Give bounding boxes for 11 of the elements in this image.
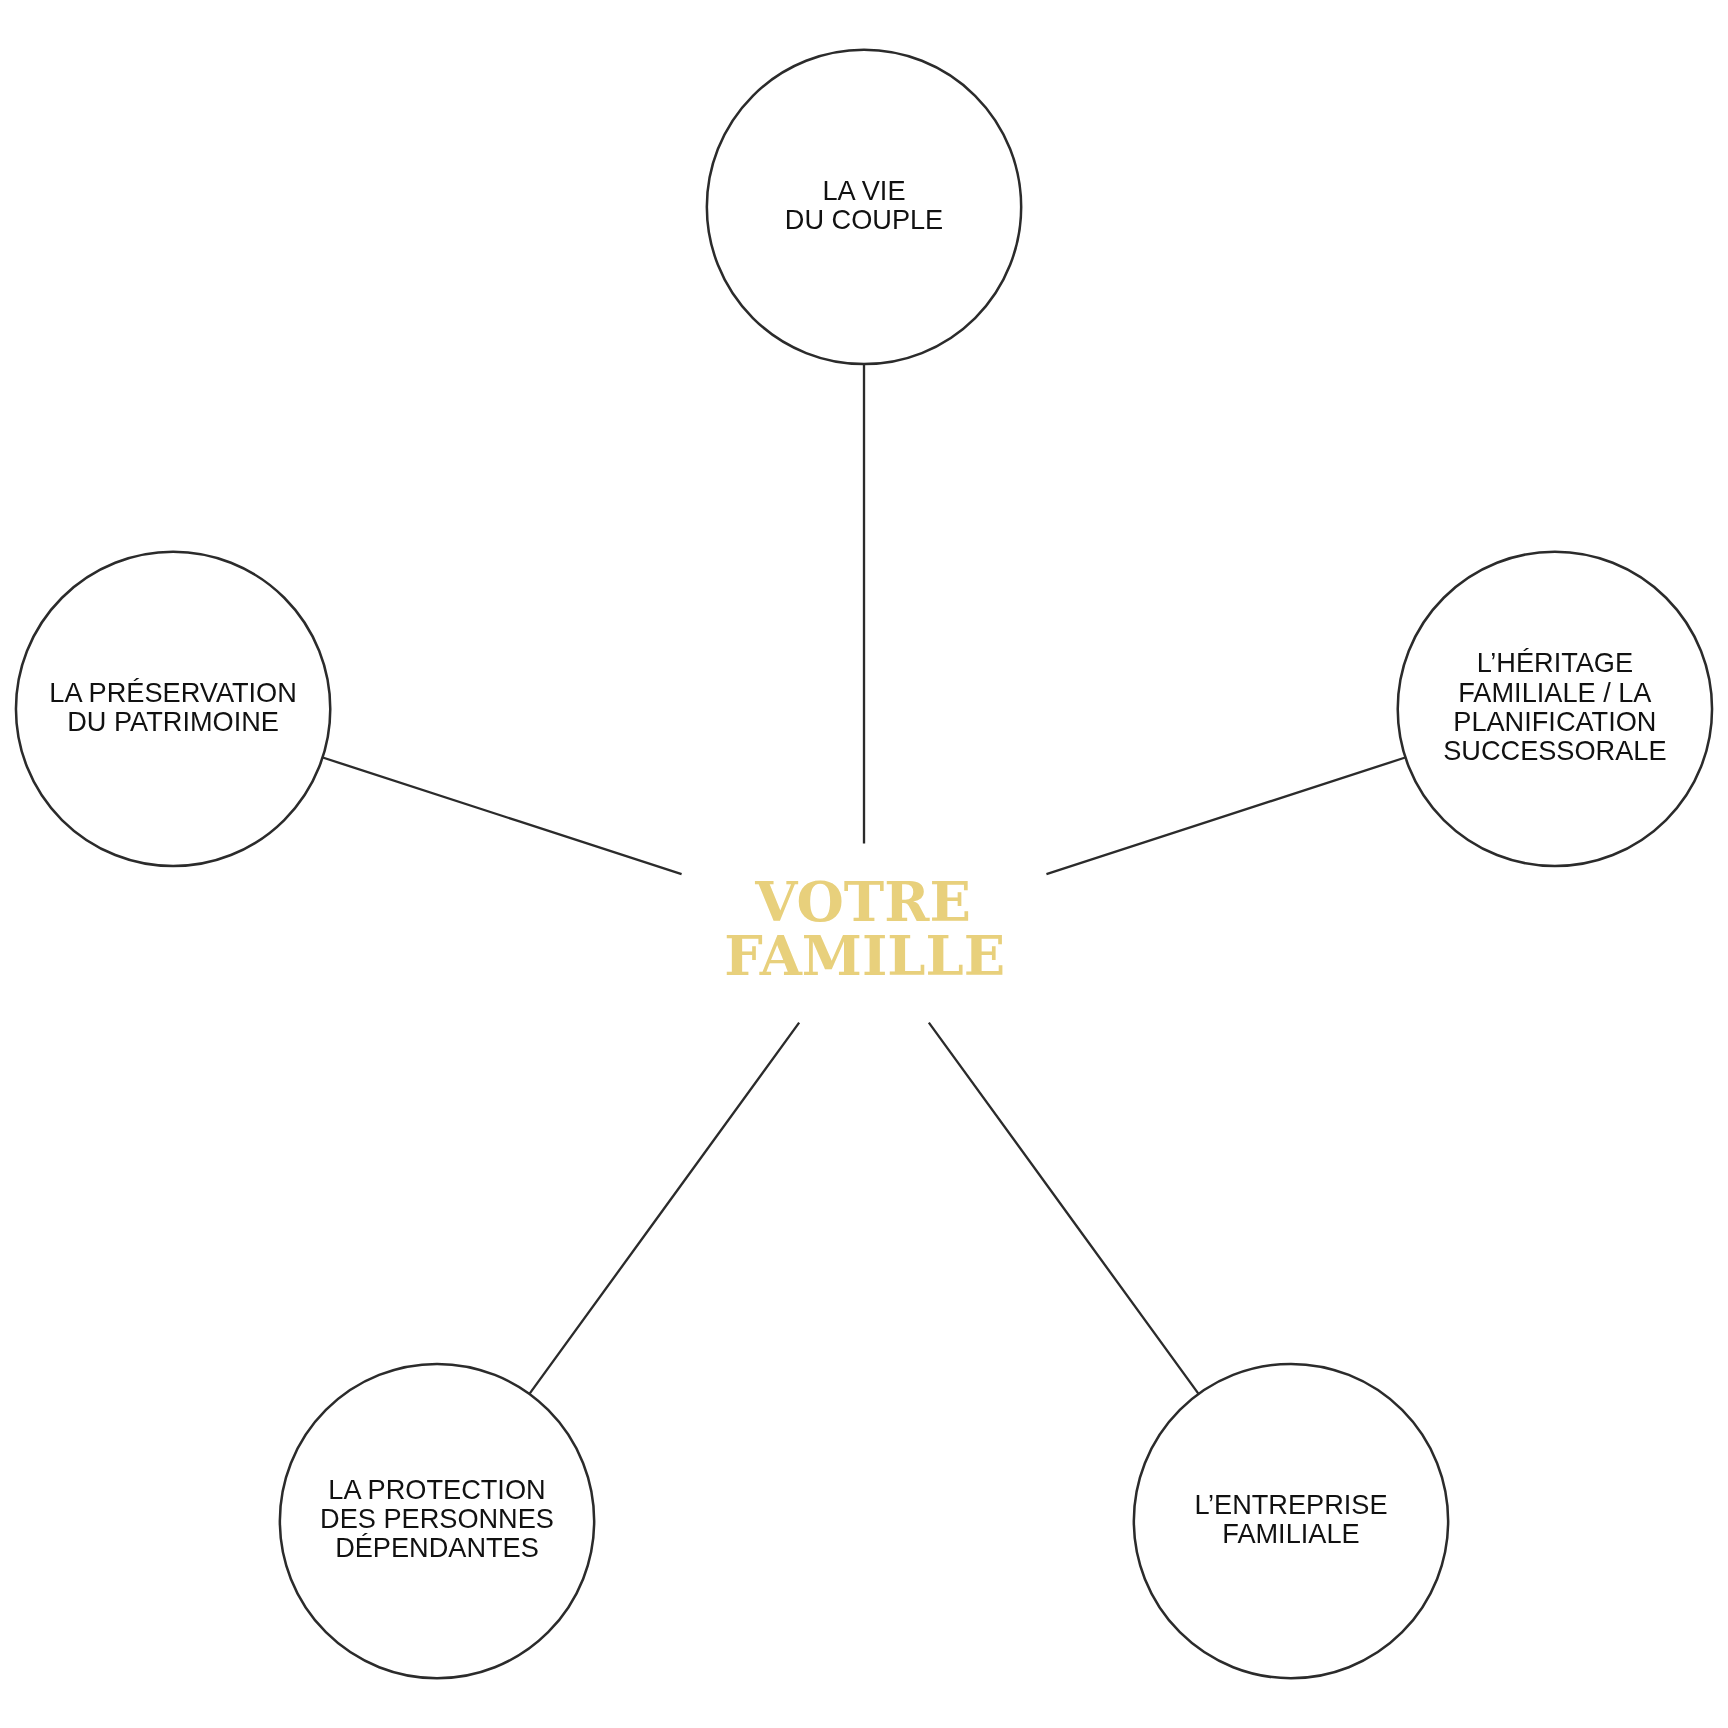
connector <box>927 1021 1200 1395</box>
node-circle: L’HÉRITAGE FAMILIALE / LA PLANIFICATION SUCCESSORALE <box>1396 550 1714 868</box>
node-text: VOTRE FAMILLE <box>724 869 1006 988</box>
connector <box>1046 756 1406 876</box>
node-circle: L’ENTREPRISE FAMILIALE <box>1132 1362 1450 1680</box>
node-circle: LA VIE DU COUPLE <box>705 48 1023 366</box>
node-circle: LA PROTECTION DES PERSONNES DÉPENDANTES <box>278 1362 596 1680</box>
connector <box>862 364 866 844</box>
node-circle: LA PRÉSERVATION DU PATRIMOINE <box>14 550 332 868</box>
connector <box>322 756 682 876</box>
connector <box>528 1021 801 1395</box>
